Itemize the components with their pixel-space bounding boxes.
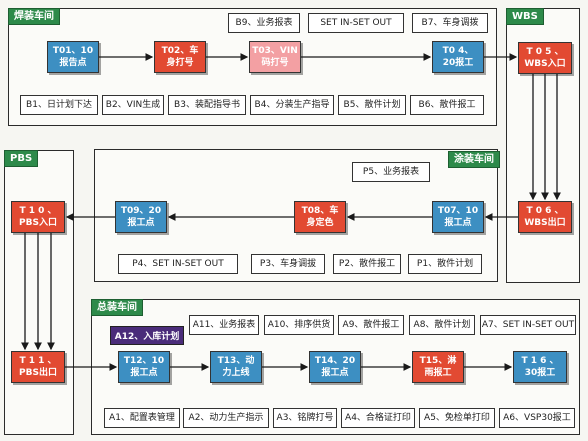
assembly-section-tag: 总装车间	[91, 299, 143, 316]
welding-label-b7: B7、车身调拨	[412, 13, 488, 33]
node-t09[interactable]: T09、20 报工点	[115, 201, 167, 233]
painting-label-p4: P4、SET IN-SET OUT	[118, 254, 238, 274]
node-t08[interactable]: T08、车 身定色	[294, 201, 346, 233]
welding-label-b9: B9、业务报表	[228, 13, 300, 33]
welding-label-b1: B1、日计划下达	[20, 95, 98, 115]
assembly-label-a9: A9、散件报工	[338, 315, 404, 335]
pbs-panel	[4, 150, 74, 435]
node-t03[interactable]: T03、VIN 码打号	[249, 41, 301, 73]
assembly-label-a6: A6、VSP30报工	[499, 408, 575, 428]
painting-label-p1: P1、散件计划	[408, 254, 482, 274]
assembly-label-a2: A2、动力生产指示	[183, 408, 269, 428]
assembly-label-a5: A5、免检单打印	[419, 408, 495, 428]
wbs-section-tag: WBS	[506, 8, 544, 25]
welding-label-set-in-out: SET IN-SET OUT	[308, 13, 404, 33]
node-t02[interactable]: T02、车 身打号	[154, 41, 206, 73]
painting-label-p3: P3、车身调拔	[251, 254, 325, 274]
node-t14[interactable]: T14、20 报工点	[309, 351, 361, 383]
assembly-label-a11: A11、业务报表	[189, 315, 259, 335]
assembly-badge-a12: A12、入库计划	[110, 326, 184, 345]
node-t13[interactable]: T13、动 力上线	[210, 351, 262, 383]
assembly-label-a8: A8、散件计划	[409, 315, 475, 335]
welding-label-b3: B3、装配指导书	[168, 95, 246, 115]
assembly-label-a4: A4、合格证打印	[341, 408, 415, 428]
welding-label-b5: B5、散件计划	[338, 95, 406, 115]
node-t06[interactable]: T 0 6 、 WBS出口	[518, 201, 572, 233]
node-t15[interactable]: T15、淋 雨报工	[412, 351, 464, 383]
painting-label-p2: P2、散件报工	[333, 254, 401, 274]
pbs-section-tag: PBS	[4, 150, 39, 167]
assembly-label-a7: A7、SET IN-SET OUT	[480, 315, 576, 335]
node-t05[interactable]: T 0 5 、 WBS入口	[518, 42, 572, 74]
node-t04[interactable]: T0 4、 20报工	[432, 41, 484, 73]
painting-section-tag: 涂装车间	[448, 151, 500, 168]
node-t12[interactable]: T12、10 报工点	[118, 351, 170, 383]
node-t11[interactable]: T 1 1 、 PBS出口	[11, 351, 65, 383]
welding-label-b4: B4、分装生产指导	[250, 95, 334, 115]
welding-label-b6: B6、散件报工	[410, 95, 484, 115]
node-t10[interactable]: T 1 0 、 PBS入口	[11, 201, 65, 233]
node-t01[interactable]: T01、10 报告点	[47, 41, 99, 73]
assembly-label-a1: A1、配置表管理	[104, 408, 180, 428]
node-t16[interactable]: T 1 6 、 30报工	[513, 351, 567, 383]
welding-label-b2: B2、VIN生成	[102, 95, 164, 115]
painting-label-p5: P5、业务报表	[352, 162, 430, 182]
assembly-label-a10: A10、排序供货	[264, 315, 334, 335]
welding-section-tag: 焊装车间	[8, 8, 60, 25]
assembly-label-a3: A3、铭牌打号	[273, 408, 337, 428]
node-t07[interactable]: T07、10 报工点	[432, 201, 484, 233]
